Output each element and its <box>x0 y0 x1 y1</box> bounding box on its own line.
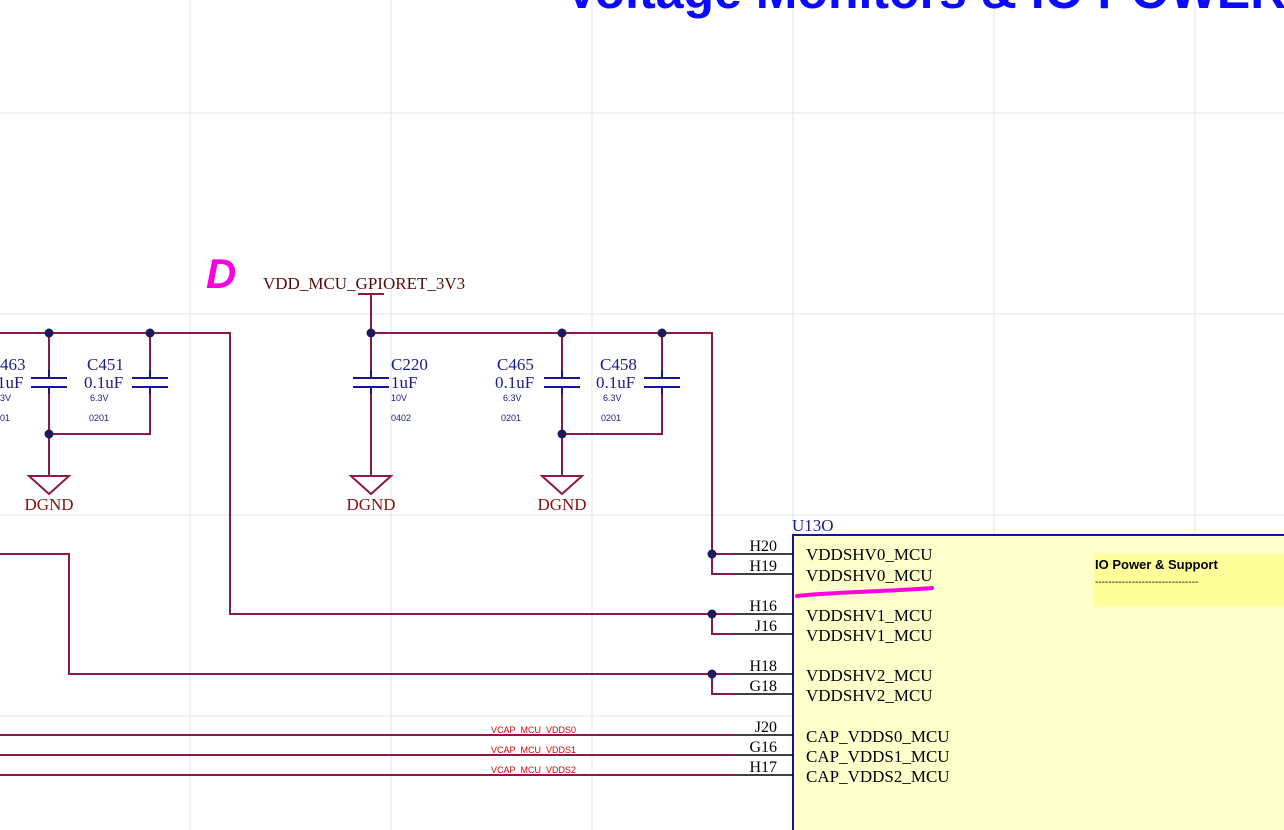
cap-package: 0201 <box>89 413 109 423</box>
pin-number: J20 <box>755 719 777 736</box>
pin-name: CAP_VDDS1_MCU <box>806 747 950 766</box>
cap-package: 01 <box>0 413 10 423</box>
net-label: VCAP_MCU_VDDS0 <box>491 725 576 735</box>
capacitor-leads <box>48 370 663 394</box>
cap-voltage: 10V <box>391 393 407 403</box>
cap-package: 0402 <box>391 413 411 423</box>
power-port: VDD_MCU_GPIORET_3V3 <box>263 274 465 295</box>
pin-name: VDDSHV0_MCU <box>806 545 933 564</box>
capacitor-plates <box>31 377 680 388</box>
cap-ref: C458 <box>600 355 637 374</box>
pin-number: H19 <box>749 558 777 575</box>
pin-name: VDDSHV0_MCU <box>806 566 933 585</box>
pin-number: J16 <box>755 618 777 635</box>
cap-voltage: 3V <box>0 393 11 403</box>
cap-ref: C220 <box>391 355 428 374</box>
net-labels: VCAP_MCU_VDDS0 VCAP_MCU_VDDS1 VCAP_MCU_V… <box>491 725 576 775</box>
capacitor-values: 1uF 0.1uF 1uF 0.1uF 0.1uF <box>0 373 635 392</box>
cap-voltage: 6.3V <box>603 393 622 403</box>
capacitor-refs: 463 C451 C220 C465 C458 <box>0 355 637 374</box>
ground-labels: DGND DGND DGND <box>24 495 586 514</box>
sheet-title: Voltage Monitors & IO POWER <box>565 0 1284 19</box>
power-net-label: VDD_MCU_GPIORET_3V3 <box>263 274 465 293</box>
capacitor-voltages: 3V 6.3V 10V 6.3V 6.3V <box>0 393 622 403</box>
cap-value: 0.1uF <box>596 373 635 392</box>
pin-number: G16 <box>749 739 777 756</box>
cap-package: 0201 <box>601 413 621 423</box>
pin-number: H16 <box>749 598 777 615</box>
ground-label: DGND <box>24 495 73 514</box>
cap-value: 1uF <box>0 373 23 392</box>
junctions <box>44 328 717 679</box>
ground-label: DGND <box>346 495 395 514</box>
pin-number: H17 <box>749 759 777 776</box>
pin-name: CAP_VDDS0_MCU <box>806 727 950 746</box>
pin-name: VDDSHV2_MCU <box>806 686 933 705</box>
pin-name: VDDSHV2_MCU <box>806 666 933 685</box>
ground-label: DGND <box>537 495 586 514</box>
ground-symbols <box>26 475 585 496</box>
ic-designator: U13O <box>792 516 834 535</box>
ic-section-underline: ------------------------------- <box>1095 577 1198 588</box>
cap-ref: C465 <box>497 355 534 374</box>
cap-ref: 463 <box>0 355 26 374</box>
pin-number: H20 <box>749 538 777 555</box>
markup-underline <box>795 586 934 598</box>
capacitor-packages: 01 0201 0402 0201 0201 <box>0 413 621 423</box>
markup-glyph: D <box>206 250 236 297</box>
ic-section-title: IO Power & Support <box>1095 557 1218 572</box>
cap-package: 0201 <box>501 413 521 423</box>
ic-pin-names: VDDSHV0_MCU VDDSHV0_MCU VDDSHV1_MCU VDDS… <box>806 545 950 786</box>
pin-number: G18 <box>749 678 777 695</box>
cap-voltage: 6.3V <box>90 393 109 403</box>
cap-value: 0.1uF <box>84 373 123 392</box>
pin-name: VDDSHV1_MCU <box>806 626 933 645</box>
cap-ref: C451 <box>87 355 124 374</box>
cap-value: 0.1uF <box>495 373 534 392</box>
ic-section-box <box>1094 554 1284 606</box>
wires <box>0 294 733 776</box>
ic-pin-numbers: H20 H19 H16 J16 H18 G18 J20 G16 H17 <box>749 538 777 776</box>
markup-annotations: D <box>206 250 934 598</box>
cap-value: 1uF <box>391 373 417 392</box>
net-label: VCAP_MCU_VDDS1 <box>491 745 576 755</box>
pin-number: H18 <box>749 658 777 675</box>
pin-name: VDDSHV1_MCU <box>806 606 933 625</box>
net-label: VCAP_MCU_VDDS2 <box>491 765 576 775</box>
pin-name: CAP_VDDS2_MCU <box>806 767 950 786</box>
ic-pin-lines <box>733 553 793 776</box>
cap-voltage: 6.3V <box>503 393 522 403</box>
